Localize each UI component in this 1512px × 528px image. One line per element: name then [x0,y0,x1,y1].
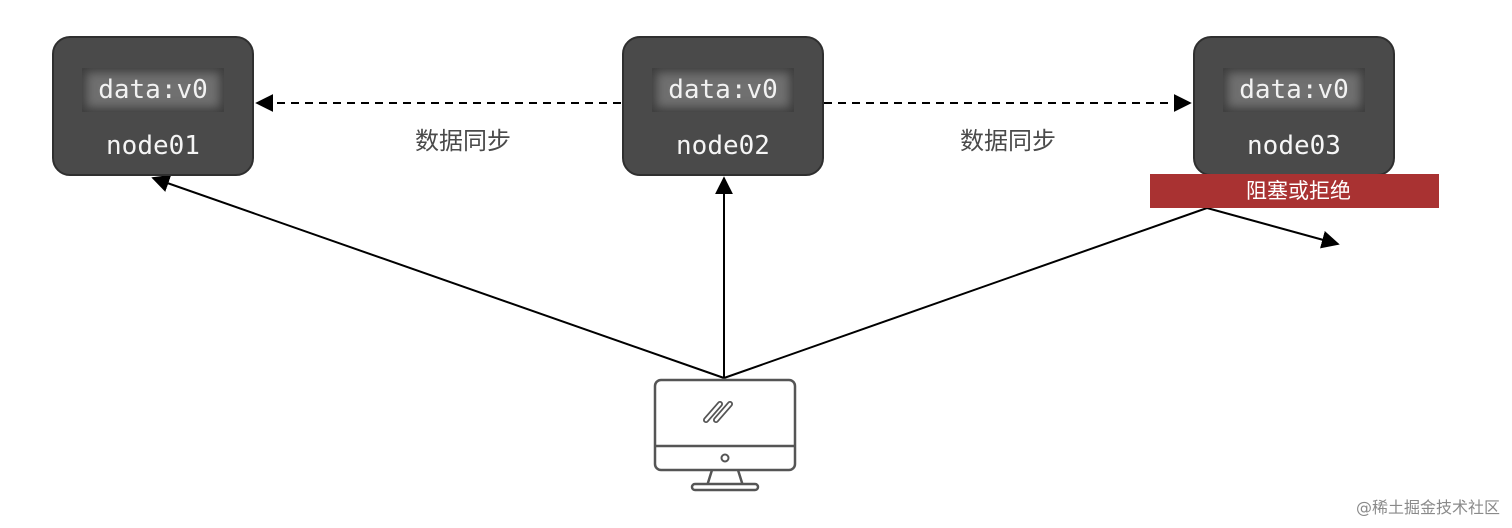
write-line-to-node03 [723,207,1208,379]
node-box-node02: data:v0 node02 [622,36,824,176]
reject-banner: 阻塞或拒绝 [1150,174,1439,208]
watermark: @稀土掘金技术社区 [1355,498,1500,517]
sync-label-left: 数据同步 [415,127,511,155]
node-box-node01: data:v0 node01 [52,36,254,176]
node-name: node02 [676,131,770,161]
data-version-label: data:v0 [82,68,224,112]
data-version-label: data:v0 [652,68,794,112]
sync-label-right: 数据同步 [960,127,1056,155]
node-box-node03: data:v0 node03 [1193,36,1395,176]
node-name: node03 [1247,131,1341,161]
write-arrow-to-node01 [151,174,725,379]
rejected-arrow [1206,207,1340,249]
data-version-label: data:v0 [1223,68,1365,112]
monitor-icon [653,378,797,492]
node-name: node01 [106,131,200,161]
